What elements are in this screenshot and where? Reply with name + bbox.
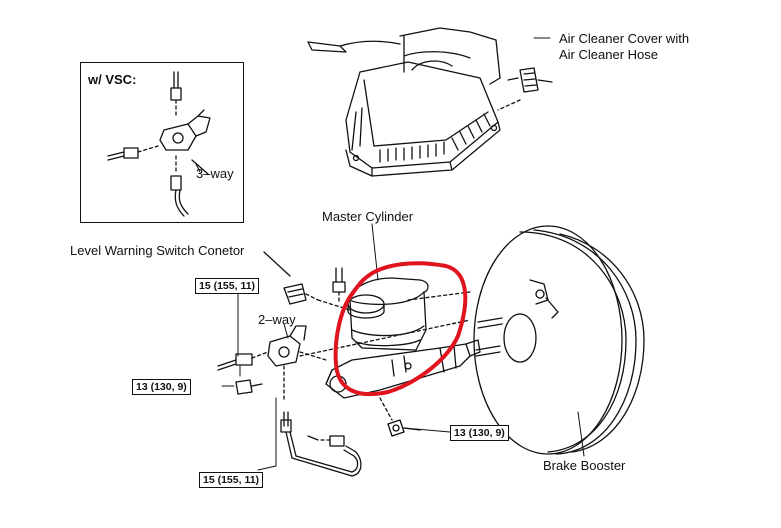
assembly-guide-lines	[299, 99, 521, 421]
air-cleaner-label-line2: Air Cleaner Hose	[559, 47, 658, 62]
two-way-label: 2–way	[258, 312, 296, 327]
brake-line	[280, 411, 362, 477]
master-cylinder-label: Master Cylinder	[322, 209, 414, 224]
vsc-three-way-fitting	[107, 71, 211, 217]
air-cleaner-label-line1: Air Cleaner Cover with	[559, 31, 690, 46]
three-way-label: 3–way	[196, 166, 234, 181]
brake-booster	[387, 225, 645, 455]
brake-booster-label: Brake Booster	[543, 458, 626, 473]
vsc-label: w/ VSC:	[88, 72, 137, 87]
two-way-fitting	[217, 325, 327, 401]
level-warning-switch-connector	[263, 251, 351, 311]
torque-spec-upper-left: 15 (155, 11)	[195, 278, 260, 294]
vsc-inset-frame	[80, 62, 244, 223]
leader-lines	[195, 37, 585, 471]
torque-spec-right: 13 (130, 9)	[450, 425, 509, 441]
level-switch-label: Level Warning Switch Conetor	[70, 243, 245, 258]
torque-spec-bottom: 15 (155, 11)	[199, 472, 264, 488]
air-cleaner-cover	[307, 27, 553, 177]
torque-spec-lower-left: 13 (130, 9)	[132, 379, 191, 395]
highlight-outline	[333, 261, 468, 397]
